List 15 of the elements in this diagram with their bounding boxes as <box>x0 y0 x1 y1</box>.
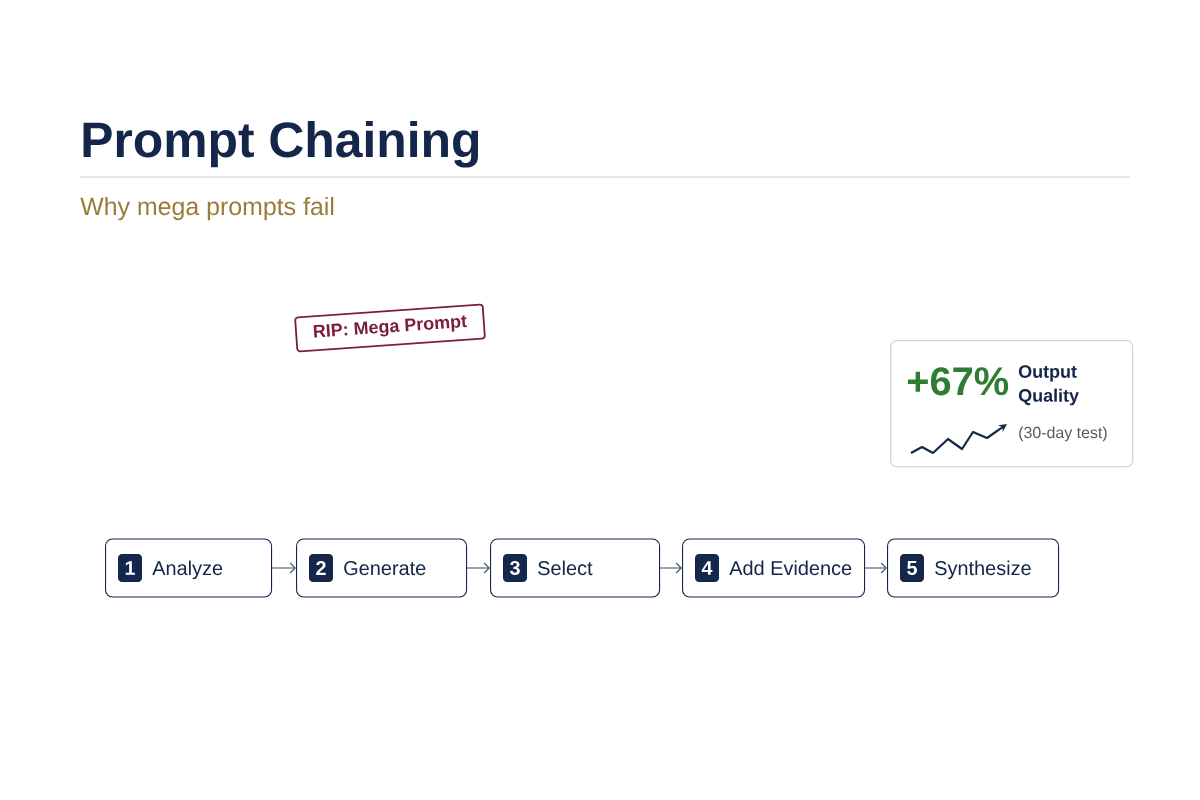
number-badge: 4 <box>695 554 719 582</box>
metric-label: Output Quality <box>1018 365 1079 406</box>
arrow <box>466 562 490 574</box>
percent-value: +67% <box>907 367 1009 396</box>
number-badge: 1 <box>118 554 142 582</box>
arrow <box>864 562 887 574</box>
stamp-label: RIP: Mega Prompt <box>294 303 486 353</box>
subtitle: Why mega prompts fail <box>80 196 334 221</box>
number-badge: 2 <box>309 554 333 582</box>
arrow <box>659 562 682 574</box>
arrow <box>271 562 296 574</box>
number-badge: 3 <box>503 554 527 582</box>
note-text: (30-day test) <box>1019 426 1107 442</box>
slide-title: Prompt Chaining <box>83 120 479 168</box>
number-badge: 5 <box>900 554 924 582</box>
